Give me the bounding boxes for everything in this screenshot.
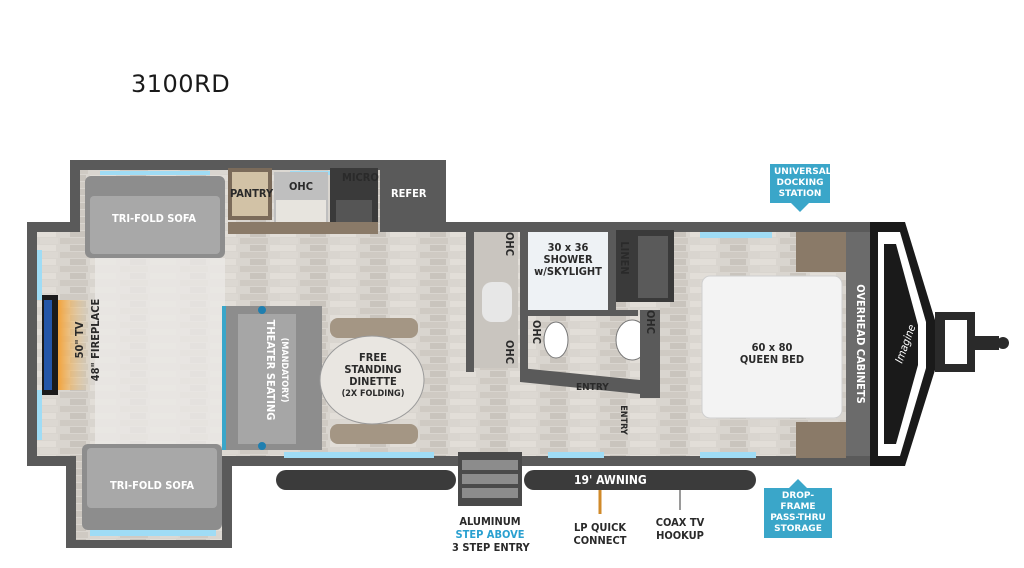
fireplace-label: 48" FIREPLACE	[89, 298, 102, 382]
kitchen-counter	[228, 168, 438, 234]
ohc-kitchen-label: OHC	[289, 180, 313, 193]
docking-line-3: STATION	[778, 189, 822, 199]
storage-line-1: DROP-FRAME	[780, 491, 816, 512]
sofa-top-label: TRI-FOLD SOFA	[112, 212, 196, 225]
lp-callout: LP QUICK CONNECT	[570, 521, 630, 547]
overhead-cabinets-label: OVERHEAD CABINETS	[854, 284, 867, 404]
docking-arrow-icon	[791, 203, 809, 212]
shower-label: 30 x 36 SHOWER w/SKYLIGHT	[534, 242, 602, 278]
entry-bath-label: ENTRY	[576, 382, 609, 393]
bed	[701, 232, 870, 458]
fireplace-glow	[58, 300, 92, 390]
step-line-3: 3 STEP ENTRY	[452, 541, 530, 554]
coax-line-1: COAX TV	[655, 516, 705, 529]
awning-label: 19' AWNING	[574, 473, 647, 487]
sofa-bottom-label: TRI-FOLD SOFA	[110, 479, 194, 492]
dinette	[319, 318, 425, 444]
step-callout: ALUMINUM STEP ABOVE 3 STEP ENTRY	[452, 515, 530, 554]
storage-badge: DROP-FRAME PASS-THRU STORAGE	[764, 479, 832, 538]
sofa-top	[85, 176, 225, 258]
tv-label: 50" TV	[73, 321, 86, 359]
shower-line-2: SHOWER	[543, 253, 593, 266]
entry-steps	[458, 452, 522, 506]
storage-line-3: STORAGE	[774, 524, 822, 534]
theater-label: THEATER SEATING	[264, 319, 277, 421]
docking-station-badge: UNIVERSAL DOCKING STATION	[770, 164, 832, 212]
ohc-sink-label: OHC	[644, 310, 657, 334]
step-line-1: ALUMINUM	[459, 515, 521, 528]
shower-line-1: 30 x 36	[547, 241, 589, 254]
dinette-label: FREE STANDING DINETTE (2X FOLDING)	[335, 352, 411, 400]
entry-side-label: ENTRY	[618, 405, 628, 435]
hitch-coupler	[975, 336, 999, 350]
bed-line-2: QUEEN BED	[739, 353, 805, 366]
rug	[95, 258, 225, 444]
sofa-bottom	[82, 444, 222, 530]
lp-line-2: CONNECT	[573, 534, 627, 547]
storage-line-2: PASS-THRU	[770, 513, 826, 523]
model-name: 3100RD	[131, 70, 231, 98]
ohc-toilet-label: OHC	[530, 320, 543, 344]
storage-arrow-icon	[789, 479, 807, 488]
docking-line-1: UNIVERSAL	[774, 167, 832, 177]
dinette-line-4: (2X FOLDING)	[341, 389, 405, 399]
theater-seating	[222, 306, 322, 450]
ohc-bath-bottom-label: OHC	[503, 340, 516, 364]
coax-line-2: HOOKUP	[656, 529, 704, 542]
shower-line-3: w/SKYLIGHT	[534, 265, 602, 278]
dinette-line-2: STANDING	[344, 363, 402, 376]
dinette-line-1: FREE	[359, 351, 387, 364]
micro-label: MICRO	[342, 171, 379, 184]
refer-label: REFER	[391, 187, 427, 200]
coax-callout: COAX TV HOOKUP	[652, 516, 708, 542]
linen-label: LINEN	[618, 241, 631, 275]
bed-line-1: 60 x 80	[751, 341, 793, 354]
theater-note: (MANDATORY)	[279, 337, 289, 403]
ohc-bath-top-label: OHC	[503, 232, 516, 256]
awning-right	[524, 470, 756, 490]
step-line-2: STEP ABOVE	[455, 528, 525, 541]
bed-label: 60 x 80 QUEEN BED	[732, 342, 812, 366]
dinette-line-3: DINETTE	[349, 375, 397, 388]
pantry-label: PANTRY	[230, 187, 274, 200]
awning-left	[276, 470, 456, 490]
bathroom	[466, 230, 674, 398]
lp-line-1: LP QUICK	[573, 521, 627, 534]
docking-line-2: DOCKING	[776, 178, 824, 188]
